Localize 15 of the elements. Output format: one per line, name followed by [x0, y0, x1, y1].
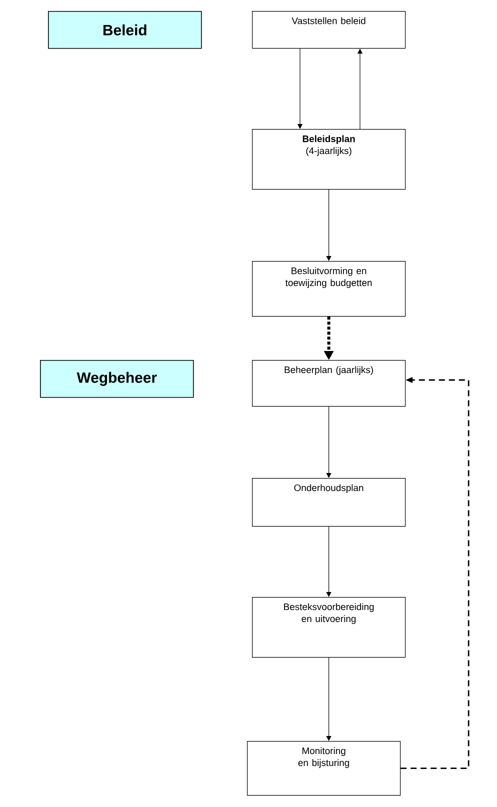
process-box: Vaststellen beleid	[252, 11, 406, 49]
arrow	[326, 657, 332, 741]
process-box: Beleidsplan (4-jaarlijks)	[252, 129, 406, 190]
process-box: Besluitvorming en toewijzing budgetten	[252, 261, 406, 317]
process-box: Beheerplan (jaarlijks)	[252, 360, 406, 407]
process-box: Onderhoudsplan	[252, 478, 406, 527]
arrow	[326, 189, 332, 261]
heading-box: Beleid	[48, 11, 202, 49]
process-box: Monitoring en bijsturing	[247, 741, 401, 796]
arrow	[326, 406, 332, 478]
heading-box: Wegbeheer	[40, 360, 194, 398]
arrow	[324, 316, 334, 360]
process-box: Besteksvoorbereiding en uitvoering	[252, 597, 406, 658]
arrow	[326, 526, 332, 597]
arrow	[400, 377, 470, 769]
